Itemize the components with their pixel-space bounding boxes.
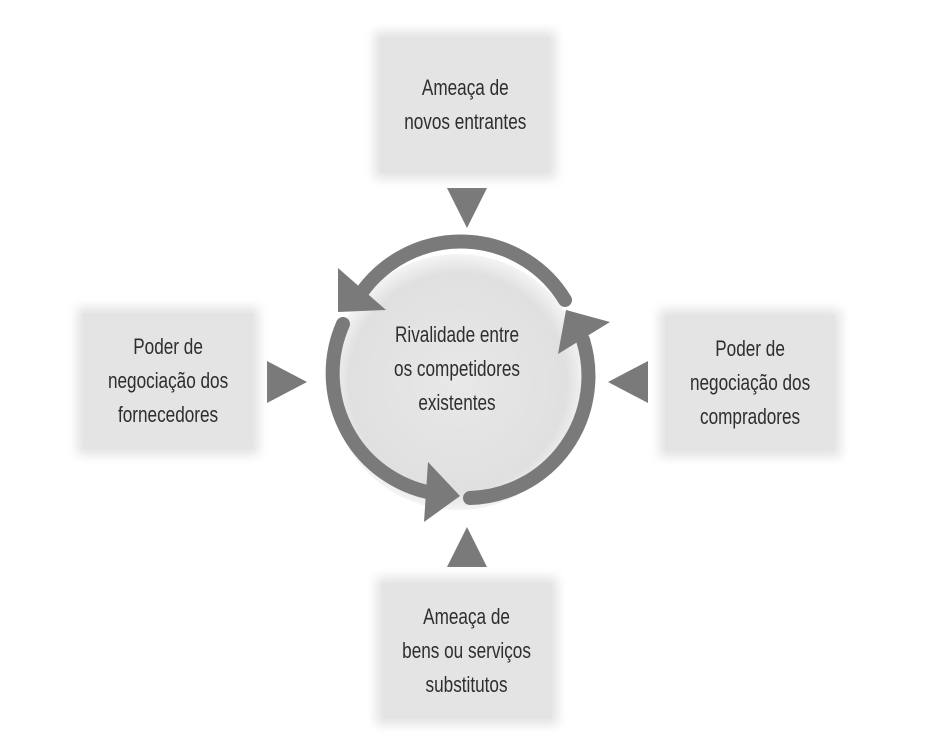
box-line: bens ou serviços [402, 638, 532, 663]
arrow-left-from-right [608, 361, 648, 403]
cycle-arrowhead-right [558, 310, 610, 354]
box-line: Poder de [133, 334, 203, 359]
rivalry-line: existentes [418, 390, 496, 415]
cycle-arrowhead-top-left [338, 268, 386, 312]
box-line: novos entrantes [403, 109, 527, 134]
box-line: negociação dos [107, 368, 229, 393]
substitutes-box: Ameaça de bens ou serviços substitutos [382, 583, 552, 719]
box-line: Ameaça de [423, 604, 511, 629]
cycle-arrowhead-bottom [424, 462, 460, 522]
buyers-box: Poder de negociação dos compradores [665, 315, 835, 451]
rivalry-circle [330, 254, 586, 510]
box-line: fornecedores [117, 402, 219, 427]
arrow-down-from-top [447, 188, 487, 228]
box-line: compradores [699, 404, 801, 429]
arrow-right-from-left [267, 361, 307, 403]
suppliers-box: Poder de negociação dos fornecedores [83, 313, 253, 449]
cycle-arc-right [463, 333, 596, 505]
arrow-up-from-bottom [447, 527, 487, 567]
box-line: Poder de [715, 336, 785, 361]
rivalry-line: os competidores [394, 356, 520, 381]
box-line: substitutos [425, 672, 509, 697]
rivalry-label: Rivalidade entre os competidores existen… [357, 318, 557, 420]
box-line: Ameaça de [421, 75, 509, 100]
cycle-arc-top [355, 234, 572, 307]
new-entrants-box: Ameaça de novos entrantes [380, 37, 550, 173]
cycle-arc-left [325, 317, 445, 501]
box-line: negociação dos [689, 370, 811, 395]
rivalry-line: Rivalidade entre [394, 322, 519, 347]
